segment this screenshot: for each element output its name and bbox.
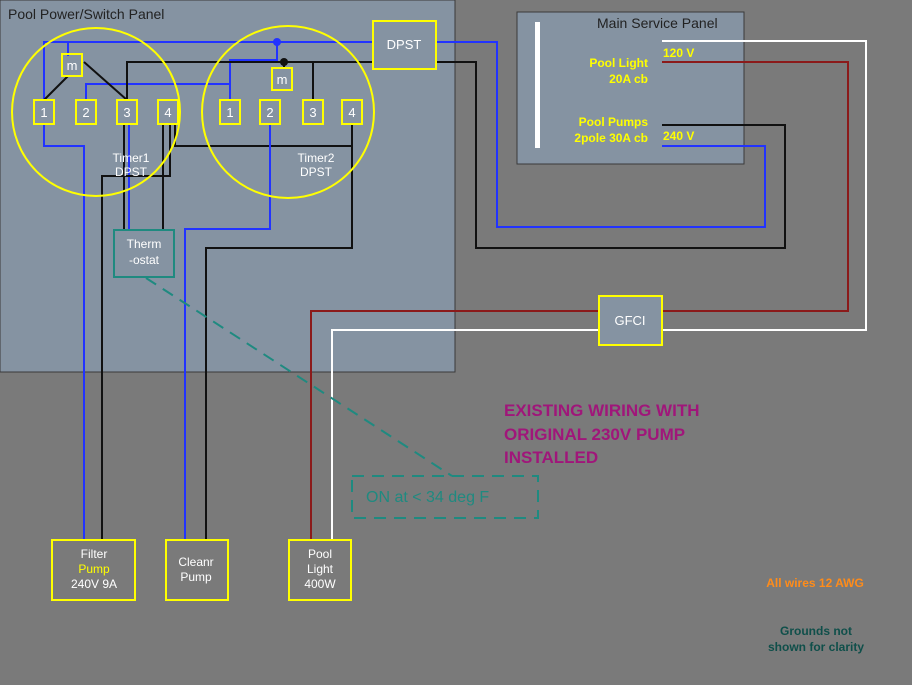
timer2-label-line2: DPST <box>300 165 333 179</box>
grounds-note-line2: shown for clarity <box>768 640 864 654</box>
filter-pump-line3: 240V 9A <box>71 577 117 591</box>
timer1-terminal-2 <box>75 99 97 125</box>
pool-light-line2: Light <box>307 562 334 576</box>
timer1-terminal-4 <box>157 99 179 125</box>
timer2-terminal-4 <box>341 99 363 125</box>
existing-wiring-note-line2: ORIGINAL 230V PUMP <box>504 425 685 444</box>
filter-pump-line1: Filter <box>81 547 108 561</box>
junction-dot-blue <box>273 38 281 46</box>
existing-wiring-note-line1: EXISTING WIRING WITH <box>504 401 700 420</box>
thermostat <box>113 229 175 278</box>
timer2-terminal-1 <box>219 99 241 125</box>
filter-pump-box <box>51 539 136 601</box>
thermostat-label-line1: Therm <box>127 237 162 251</box>
wire-red-light-hot <box>310 61 849 540</box>
wire-timer1-motor-b <box>83 61 128 101</box>
timer2-terminal-3 <box>302 99 324 125</box>
main-service-panel <box>516 11 745 165</box>
pool-pumps-breaker-line1: Pool Pumps <box>579 115 649 129</box>
pool-light-voltage: 120 V <box>663 46 694 60</box>
timer2-terminals: 1 2 3 4 <box>219 99 363 125</box>
timer1-label-line1: Timer1 <box>113 151 150 165</box>
filter-pump: Filter Pump 240V 9A <box>51 539 136 601</box>
wire-blue-pump-leg1 <box>436 41 766 228</box>
thermostat-note-leader <box>145 277 453 477</box>
timer2: m 1 2 3 4 Timer2 DPST <box>201 25 375 199</box>
wire-white-neutral <box>331 40 867 540</box>
existing-wiring-note-line3: INSTALLED <box>504 448 598 467</box>
timer1-terminal-1-label: 1 <box>40 105 47 120</box>
timer1-motor <box>61 53 83 77</box>
timer2-terminal-2-label: 2 <box>266 105 273 120</box>
timer1-terminal-3 <box>116 99 138 125</box>
thermostat-note-box <box>351 475 539 519</box>
cleaner-pump-box <box>165 539 229 601</box>
wire-gauge-note: All wires 12 AWG <box>766 576 864 590</box>
junction-dot-black <box>280 58 288 66</box>
timer1: m 1 2 3 4 Timer1 DPST <box>11 27 181 197</box>
timer1-terminal-1 <box>33 99 55 125</box>
dpst-switch-label: DPST <box>387 37 422 52</box>
timer1-terminal-4-label: 4 <box>164 105 171 120</box>
pool-pumps-voltage: 240 V <box>663 129 694 143</box>
wire-timer1-motor-a <box>43 75 69 101</box>
gfci <box>598 295 663 346</box>
cleaner-pump: Cleanr Pump <box>165 539 229 601</box>
grounds-note-line1: Grounds not <box>780 624 852 638</box>
timer1-terminal-3-label: 3 <box>123 105 130 120</box>
timer2-terminal-4-label: 4 <box>348 105 355 120</box>
wire-blue-dpst-timers <box>43 41 373 100</box>
timer1-motor-label: m <box>67 58 78 73</box>
wire-blue-t1-2 <box>85 83 230 100</box>
pool-light-breaker-line2: 20A cb <box>609 72 648 86</box>
timer2-terminal-3-label: 3 <box>309 105 316 120</box>
timer2-terminal-1-label: 1 <box>226 105 233 120</box>
wire-blue-filter-pump <box>43 124 85 540</box>
bus-bar <box>535 22 540 148</box>
pool-light-breaker-line1: Pool Light <box>589 56 648 70</box>
thermostat-note-text: ON at < 34 deg F <box>366 489 489 506</box>
main-service-panel-title: Main Service Panel <box>597 15 718 31</box>
timer2-label-line1: Timer2 <box>298 151 335 165</box>
pool-light-box <box>288 539 352 601</box>
pool-pumps-breaker-line2: 2pole 30A cb <box>574 131 648 145</box>
timer1-outline <box>11 27 181 197</box>
wire-black-dpst-timers <box>126 61 373 100</box>
timer2-outline <box>201 25 375 199</box>
filter-pump-line2: Pump <box>78 562 110 576</box>
timer2-terminal-2 <box>259 99 281 125</box>
wire-black-cleaner-pump <box>205 124 353 540</box>
thermostat-label-line2: -ostat <box>129 253 160 267</box>
pool-light-line3: 400W <box>304 577 336 591</box>
timer1-terminal-2-label: 2 <box>82 105 89 120</box>
pool-light: Pool Light 400W <box>288 539 352 601</box>
pool-light-line1: Pool <box>308 547 332 561</box>
dpst-switch <box>372 20 437 70</box>
cleaner-pump-line2: Pump <box>180 570 212 584</box>
timer2-motor-label: m <box>277 72 288 87</box>
wire-black-pump-leg2 <box>436 61 786 249</box>
wire-blue-timer2-feed <box>229 42 278 100</box>
cleaner-pump-line1: Cleanr <box>178 555 213 569</box>
timer2-motor <box>271 67 293 91</box>
timer1-terminals: 1 2 3 4 <box>33 99 179 125</box>
wire-blue-cleaner-pump <box>184 124 271 540</box>
timer1-label-line2: DPST <box>115 165 148 179</box>
gfci-label: GFCI <box>614 313 645 328</box>
switch-panel-title: Pool Power/Switch Panel <box>8 6 164 22</box>
